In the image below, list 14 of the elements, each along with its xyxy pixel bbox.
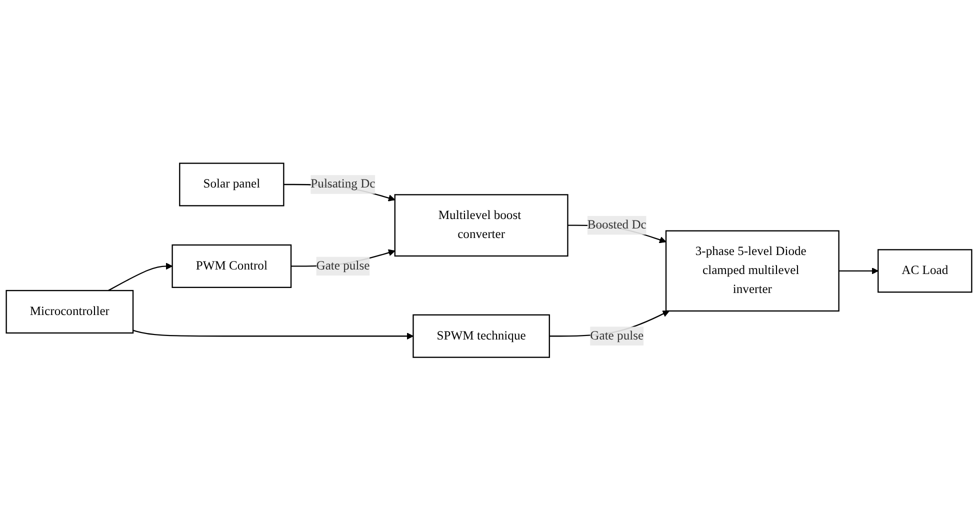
arrow [132, 329, 414, 340]
node-box: AC Load [878, 248, 972, 292]
node-box: Solar panel [179, 162, 284, 206]
node-box: SPWM technique [412, 314, 550, 358]
edge-label: Pulsating Dc [310, 177, 376, 190]
arrow [108, 262, 173, 291]
edge-label: Gate pulse [590, 328, 644, 342]
node-box: Multilevel boost converter [394, 194, 568, 256]
node-box: Microcontroller [6, 290, 134, 334]
arrow [838, 267, 878, 274]
edge-label: Gate pulse [316, 258, 370, 272]
node-box: PWM Control [172, 244, 292, 288]
edge-label: Boosted Dc [587, 218, 646, 232]
node-box: 3-phase 5-level Diode clamped multilevel inverter [665, 230, 840, 312]
